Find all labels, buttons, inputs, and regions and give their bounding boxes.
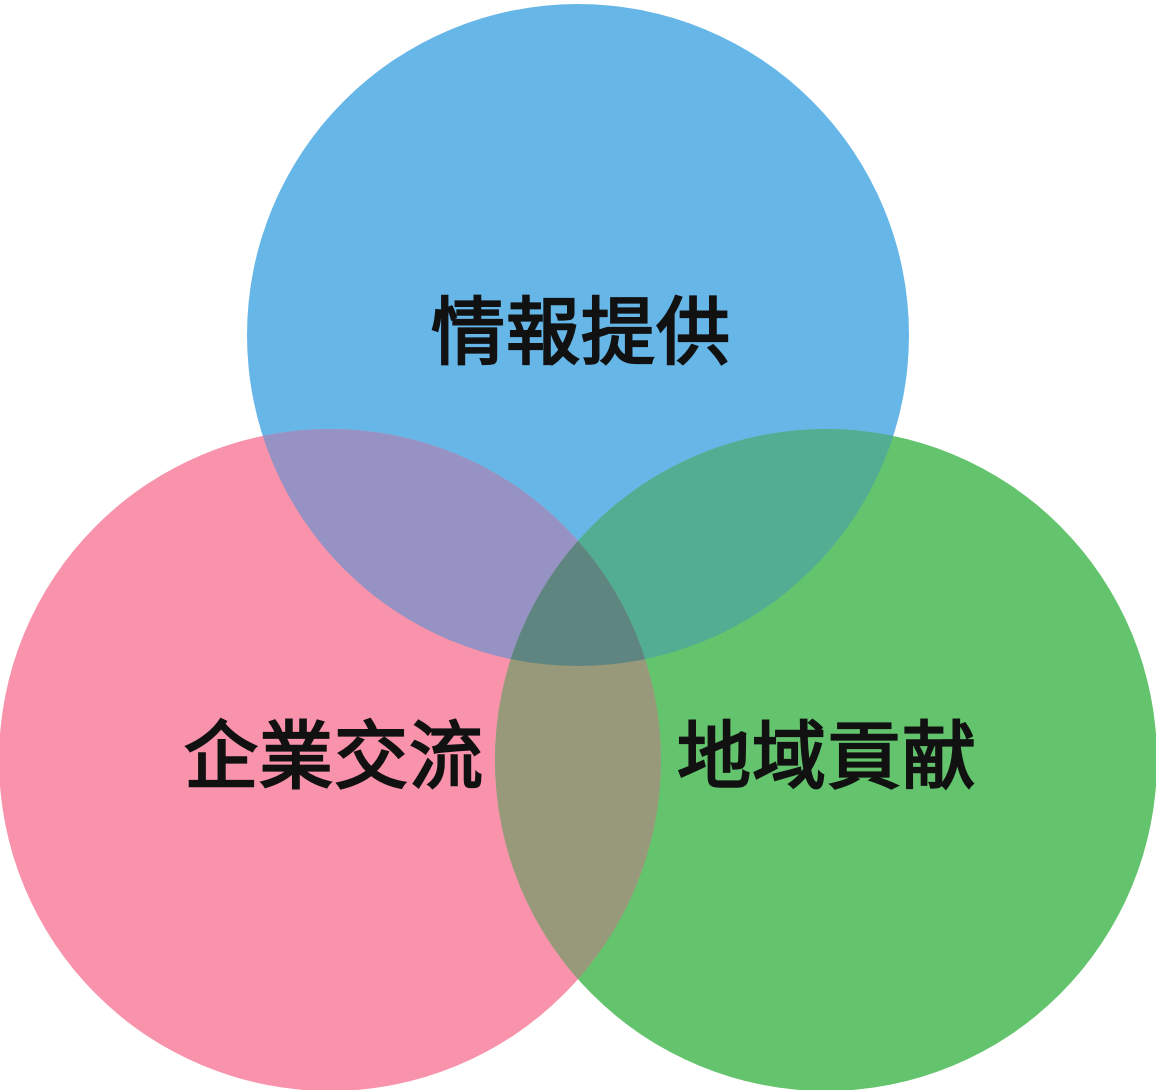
overlap-information-contribution [495, 429, 909, 666]
label-exchange: 企業交流 [184, 715, 484, 798]
label-contribution: 地域貢献 [677, 715, 977, 798]
label-information: 情報提供 [431, 291, 731, 374]
overlap-information-exchange [247, 429, 661, 666]
